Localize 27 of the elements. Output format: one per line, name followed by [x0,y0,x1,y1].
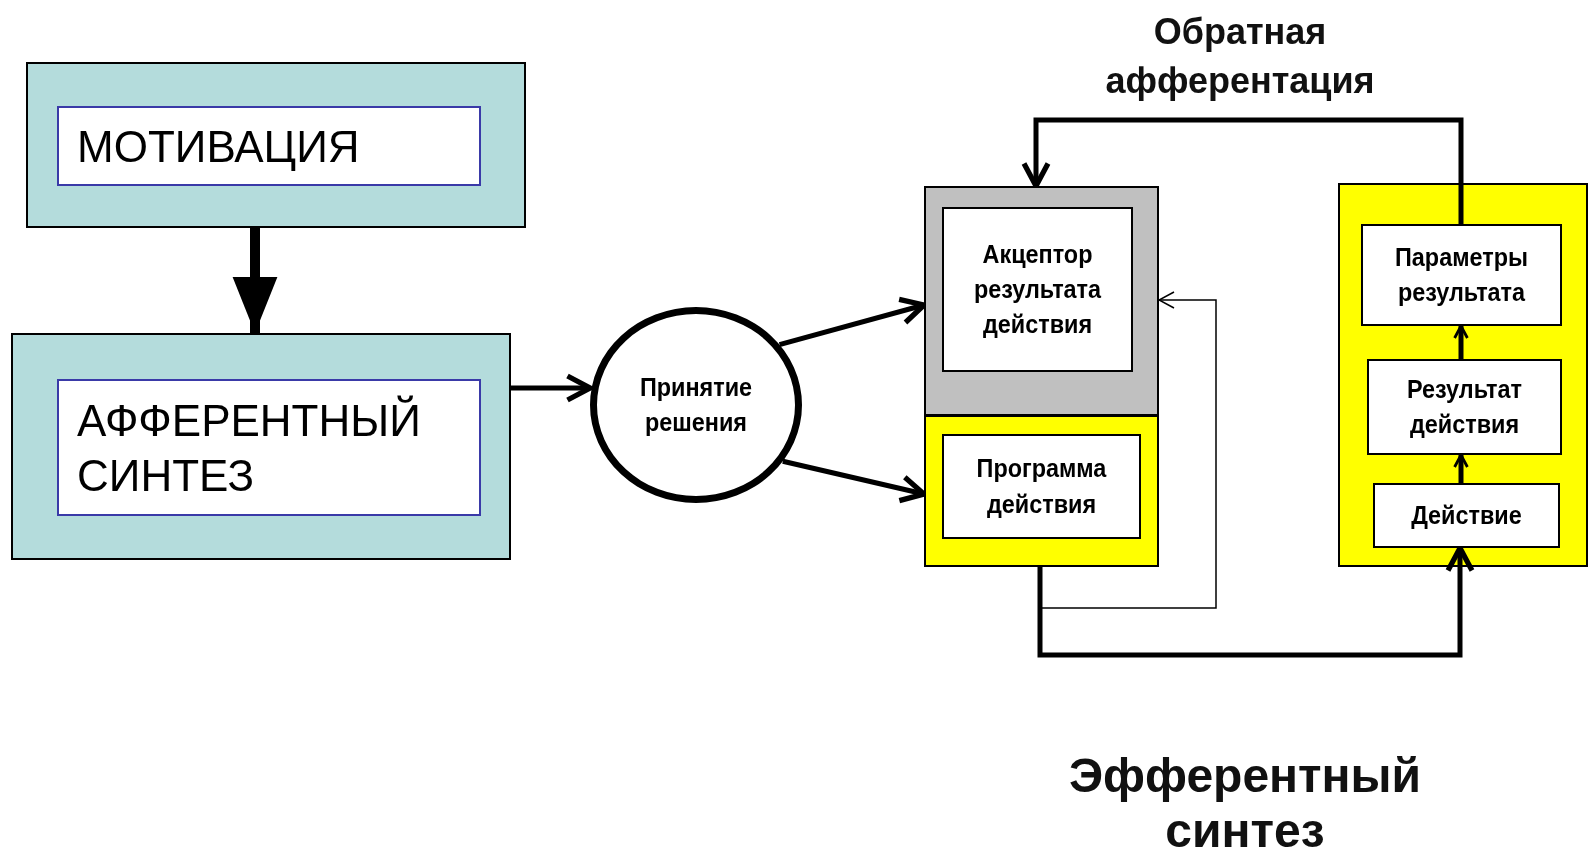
decision-text: Принятие решения [638,370,754,439]
section-title: Эфферентный синтез [1067,748,1423,859]
label-box [1367,359,1562,455]
connector-arrow [1453,453,1469,483]
box-label: МОТИВАЦИЯ [77,120,360,173]
connector-arrow [232,228,278,333]
connector-arrow [1021,117,1464,224]
panel-background [924,415,1159,567]
label-box [57,379,481,516]
connector-arrow [1453,324,1469,359]
box-label: Акцептор результата действия [972,237,1103,342]
label-box [57,106,481,186]
panel-background [924,186,1159,416]
box-label: Действие [1411,498,1522,532]
box-label: АФФЕРЕНТНЫЙ СИНТЕЗ [77,394,422,502]
box-label: Параметры результата [1394,240,1529,309]
connector-arrow [511,373,593,403]
label-box [942,207,1133,372]
box-label: Программа действия [975,452,1108,521]
label-box [942,434,1141,539]
panel-background [1338,183,1588,567]
box-label: Результат действия [1406,372,1523,441]
panel-background [11,333,511,560]
label-box [1373,483,1560,548]
label-box [1361,224,1562,326]
connector-arrow [1039,291,1217,609]
panel-background [26,62,526,228]
